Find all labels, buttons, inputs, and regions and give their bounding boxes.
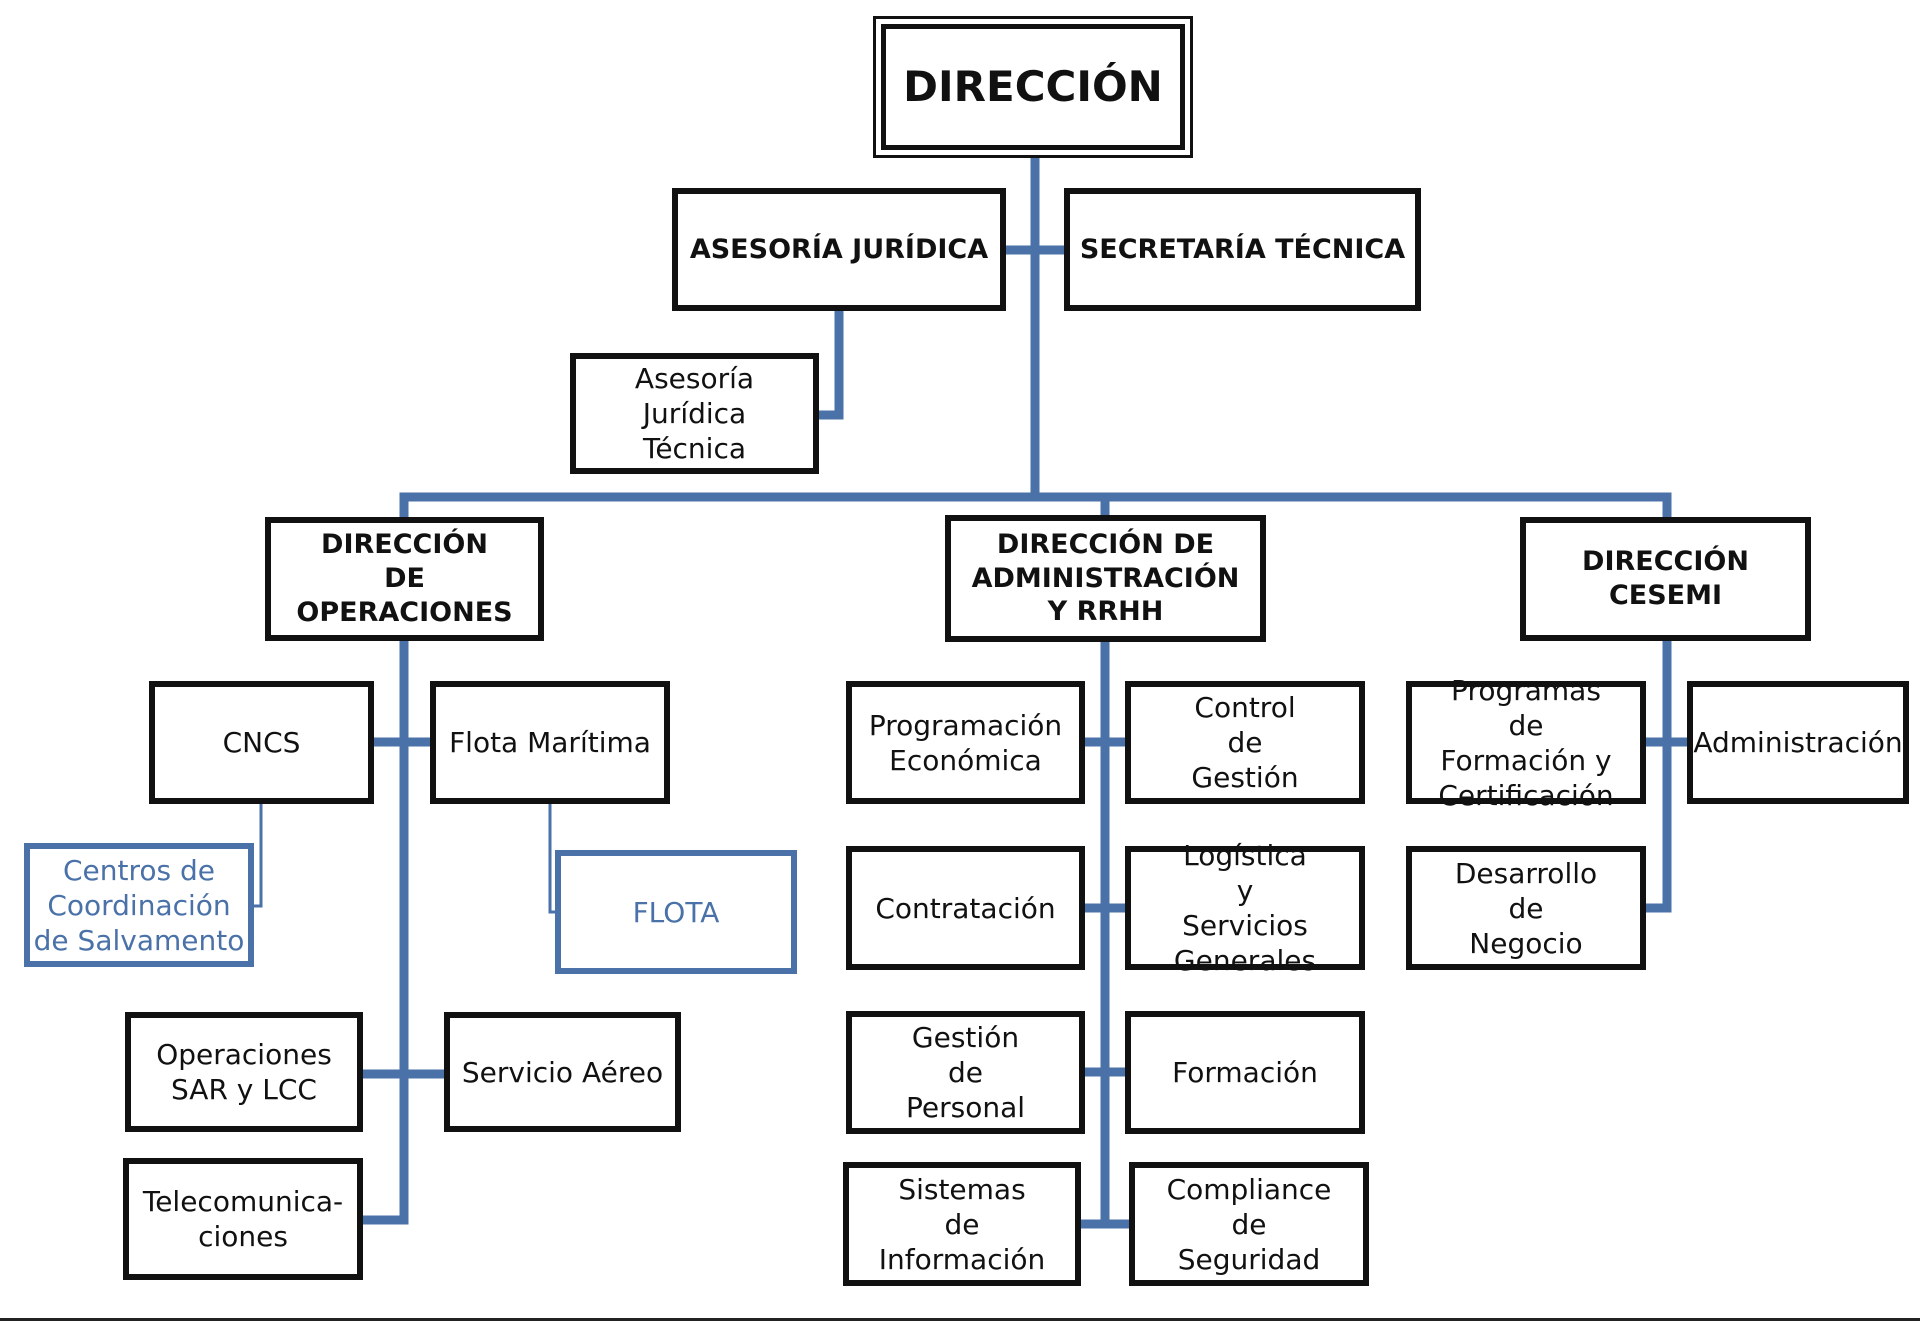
node-sistemas-informacion: Sistemas de Información [843,1162,1081,1286]
node-programas-formacion: Programas de Formación y Certificación [1406,674,1646,812]
node-telecomunicaciones: Telecomunica-ciones [123,1158,363,1280]
node-flota: FLOTA [555,850,797,974]
node-centros-coordinacion: Centros de Coordinación de Salvamento [24,843,254,967]
node-programacion-economica: Programación Económica [846,681,1085,804]
node-direccion-administracion: DIRECCIÓN DE ADMINISTRACIÓN Y RRHH [945,515,1266,642]
node-direccion-label: DIRECCIÓN [881,24,1185,150]
node-compliance: Compliance de Seguridad [1129,1162,1369,1286]
node-asesoria-juridica-tecnica: Asesoría Jurídica Técnica [570,353,819,474]
connector-asesoria-tecnica [810,303,844,420]
node-flota-maritima: Flota Marítima [430,681,670,804]
node-cncs: CNCS [149,681,374,804]
node-secretaria-tecnica: SECRETARÍA TÉCNICA [1064,188,1421,311]
node-contratacion: Contratación [846,846,1085,970]
node-asesoria-juridica: ASESORÍA JURÍDICA [672,188,1006,311]
node-control-gestion: Control de Gestión [1125,681,1365,804]
node-gestion-personal: Gestión de Personal [846,1011,1085,1134]
bottom-rule [0,1318,1920,1321]
node-administracion: Administración [1687,681,1909,804]
node-direccion-cesemi: DIRECCIÓN CESEMI [1520,517,1811,641]
node-formacion: Formación [1125,1011,1365,1134]
node-servicio-aereo: Servicio Aéreo [444,1012,681,1132]
node-logistica: Logística y Servicios Generales [1125,839,1365,977]
node-operaciones-sar: Operaciones SAR y LCC [125,1012,363,1132]
node-desarrollo-negocio: Desarrollo de Negocio [1406,846,1646,970]
node-direccion-operaciones: DIRECCIÓN DE OPERACIONES [265,517,544,641]
node-direccion: DIRECCIÓN [873,16,1193,158]
